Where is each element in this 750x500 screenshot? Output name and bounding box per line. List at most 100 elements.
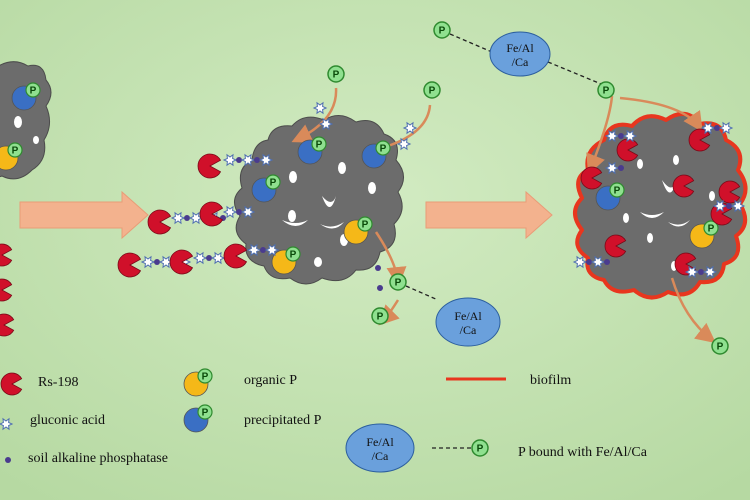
legend-fe-al-ca-icon: Fe/Al/Ca <box>345 423 415 473</box>
p-released-mid-4: P <box>371 307 389 325</box>
legend-biofilm-label: biofilm <box>530 373 571 388</box>
svg-text:P: P <box>380 144 387 155</box>
phosphatase-dot <box>714 125 720 131</box>
gluconic-acid <box>604 161 620 175</box>
legend-gluconic-label: gluconic acid <box>30 413 105 428</box>
svg-text:/Ca: /Ca <box>372 449 389 463</box>
svg-text:P: P <box>717 342 724 353</box>
rs198-bacterium <box>197 153 222 179</box>
gluconic-acid <box>684 265 700 279</box>
process-arrow-2 <box>425 190 553 240</box>
svg-text:P: P <box>708 224 715 235</box>
rs198-bacterium <box>0 243 13 267</box>
gluconic-acid <box>590 255 606 269</box>
p-top-right: P <box>597 81 615 99</box>
rs198-bacterium <box>0 278 13 302</box>
legend-rs198-icon <box>0 372 23 396</box>
precipitated-p-mid-3: P <box>251 174 281 203</box>
rs198-bacterium <box>0 313 15 337</box>
phosphatase-dot <box>618 165 624 171</box>
legend-bound-p-icon: P <box>471 439 489 457</box>
svg-text:P: P <box>439 26 446 37</box>
legend-organic-label: organic P <box>244 373 297 388</box>
gluconic-acid <box>622 129 638 143</box>
organic-p-mid-2: P <box>343 216 373 245</box>
legend-precipitated-label: precipitated P <box>244 413 322 428</box>
process-arrows <box>19 190 553 240</box>
svg-text:P: P <box>316 140 323 151</box>
rs198-bacterium <box>223 243 248 269</box>
legend-precipitated-icon: P <box>183 404 213 433</box>
rs198-bacterium <box>169 249 194 275</box>
precipitated-p-mid-1: P <box>297 136 327 165</box>
gluconic-acid <box>210 251 226 265</box>
svg-text:Fe/Al: Fe/Al <box>366 435 394 449</box>
gluconic-acid <box>240 153 256 167</box>
organic-p-mid-1: P <box>271 246 301 275</box>
rs198-bacterium <box>672 174 695 198</box>
gluconic-acid <box>730 199 746 213</box>
phosphatase-dot <box>586 259 592 265</box>
gluconic-acid <box>702 265 718 279</box>
gluconic-acid <box>572 255 588 269</box>
rs198-bacterium <box>604 234 627 258</box>
legend-bound-label: P bound with Fe/Al/Ca <box>518 445 648 460</box>
gluconic-acid <box>318 117 334 131</box>
organic-p-left: P <box>0 142 23 171</box>
svg-text:P: P <box>12 146 19 157</box>
gluconic-acid <box>158 255 174 269</box>
phosphatase-dot <box>618 133 624 139</box>
phosphatase-dot <box>236 157 242 163</box>
legend-phosphatase-icon <box>5 457 11 463</box>
svg-text:P: P <box>614 186 621 197</box>
phosphatase-dot <box>236 209 242 215</box>
rs198-bacterium <box>117 252 142 278</box>
svg-text:P: P <box>290 250 297 261</box>
gluconic-acid <box>312 101 328 115</box>
svg-text:P: P <box>603 86 610 97</box>
binding-lines <box>405 33 607 449</box>
svg-text:P: P <box>429 86 436 97</box>
phosphatase-dot <box>206 255 212 261</box>
phosphatase-dot <box>154 259 160 265</box>
gluconic-acid <box>188 211 204 225</box>
precipitated-p-left: P <box>11 82 41 111</box>
svg-text:P: P <box>362 220 369 231</box>
gluconic-acid <box>604 129 620 143</box>
phosphatase-dot <box>726 203 732 209</box>
phosphatase-dot <box>698 269 704 275</box>
svg-text:/Ca: /Ca <box>512 55 529 69</box>
fe-al-ca-mid: Fe/Al/Ca <box>435 297 501 347</box>
svg-text:P: P <box>333 70 340 81</box>
gluconic-acid <box>402 121 418 135</box>
phosphatase-dot <box>184 215 190 221</box>
phosphatase-dot <box>375 265 381 271</box>
gluconic-acid <box>264 243 280 257</box>
legend-rs198-label: Rs-198 <box>38 375 78 390</box>
p-released-mid-1: P <box>327 65 345 83</box>
gluconic-acid <box>222 153 238 167</box>
svg-text:P: P <box>202 372 209 383</box>
phosphatase-dot <box>260 247 266 253</box>
gluconic-acid <box>700 121 716 135</box>
gluconic-acid <box>222 205 238 219</box>
rs198-bacterium <box>199 201 224 227</box>
rs198-bacterium <box>147 209 172 235</box>
gluconic-acid <box>396 137 412 151</box>
p-released-mid-2: P <box>423 81 441 99</box>
svg-text:P: P <box>395 278 402 289</box>
gluconic-acid <box>258 153 274 167</box>
gluconic-acid <box>712 199 728 213</box>
legend-gluconic-icon <box>0 417 14 431</box>
gluconic-acid <box>170 211 186 225</box>
svg-text:P: P <box>270 178 277 189</box>
svg-text:Fe/Al: Fe/Al <box>506 41 534 55</box>
gluconic-acid <box>140 255 156 269</box>
p-released-right: P <box>711 337 729 355</box>
gluconic-acid <box>718 121 734 135</box>
process-arrow-1 <box>19 190 149 240</box>
rs198-bacterium <box>580 166 603 190</box>
